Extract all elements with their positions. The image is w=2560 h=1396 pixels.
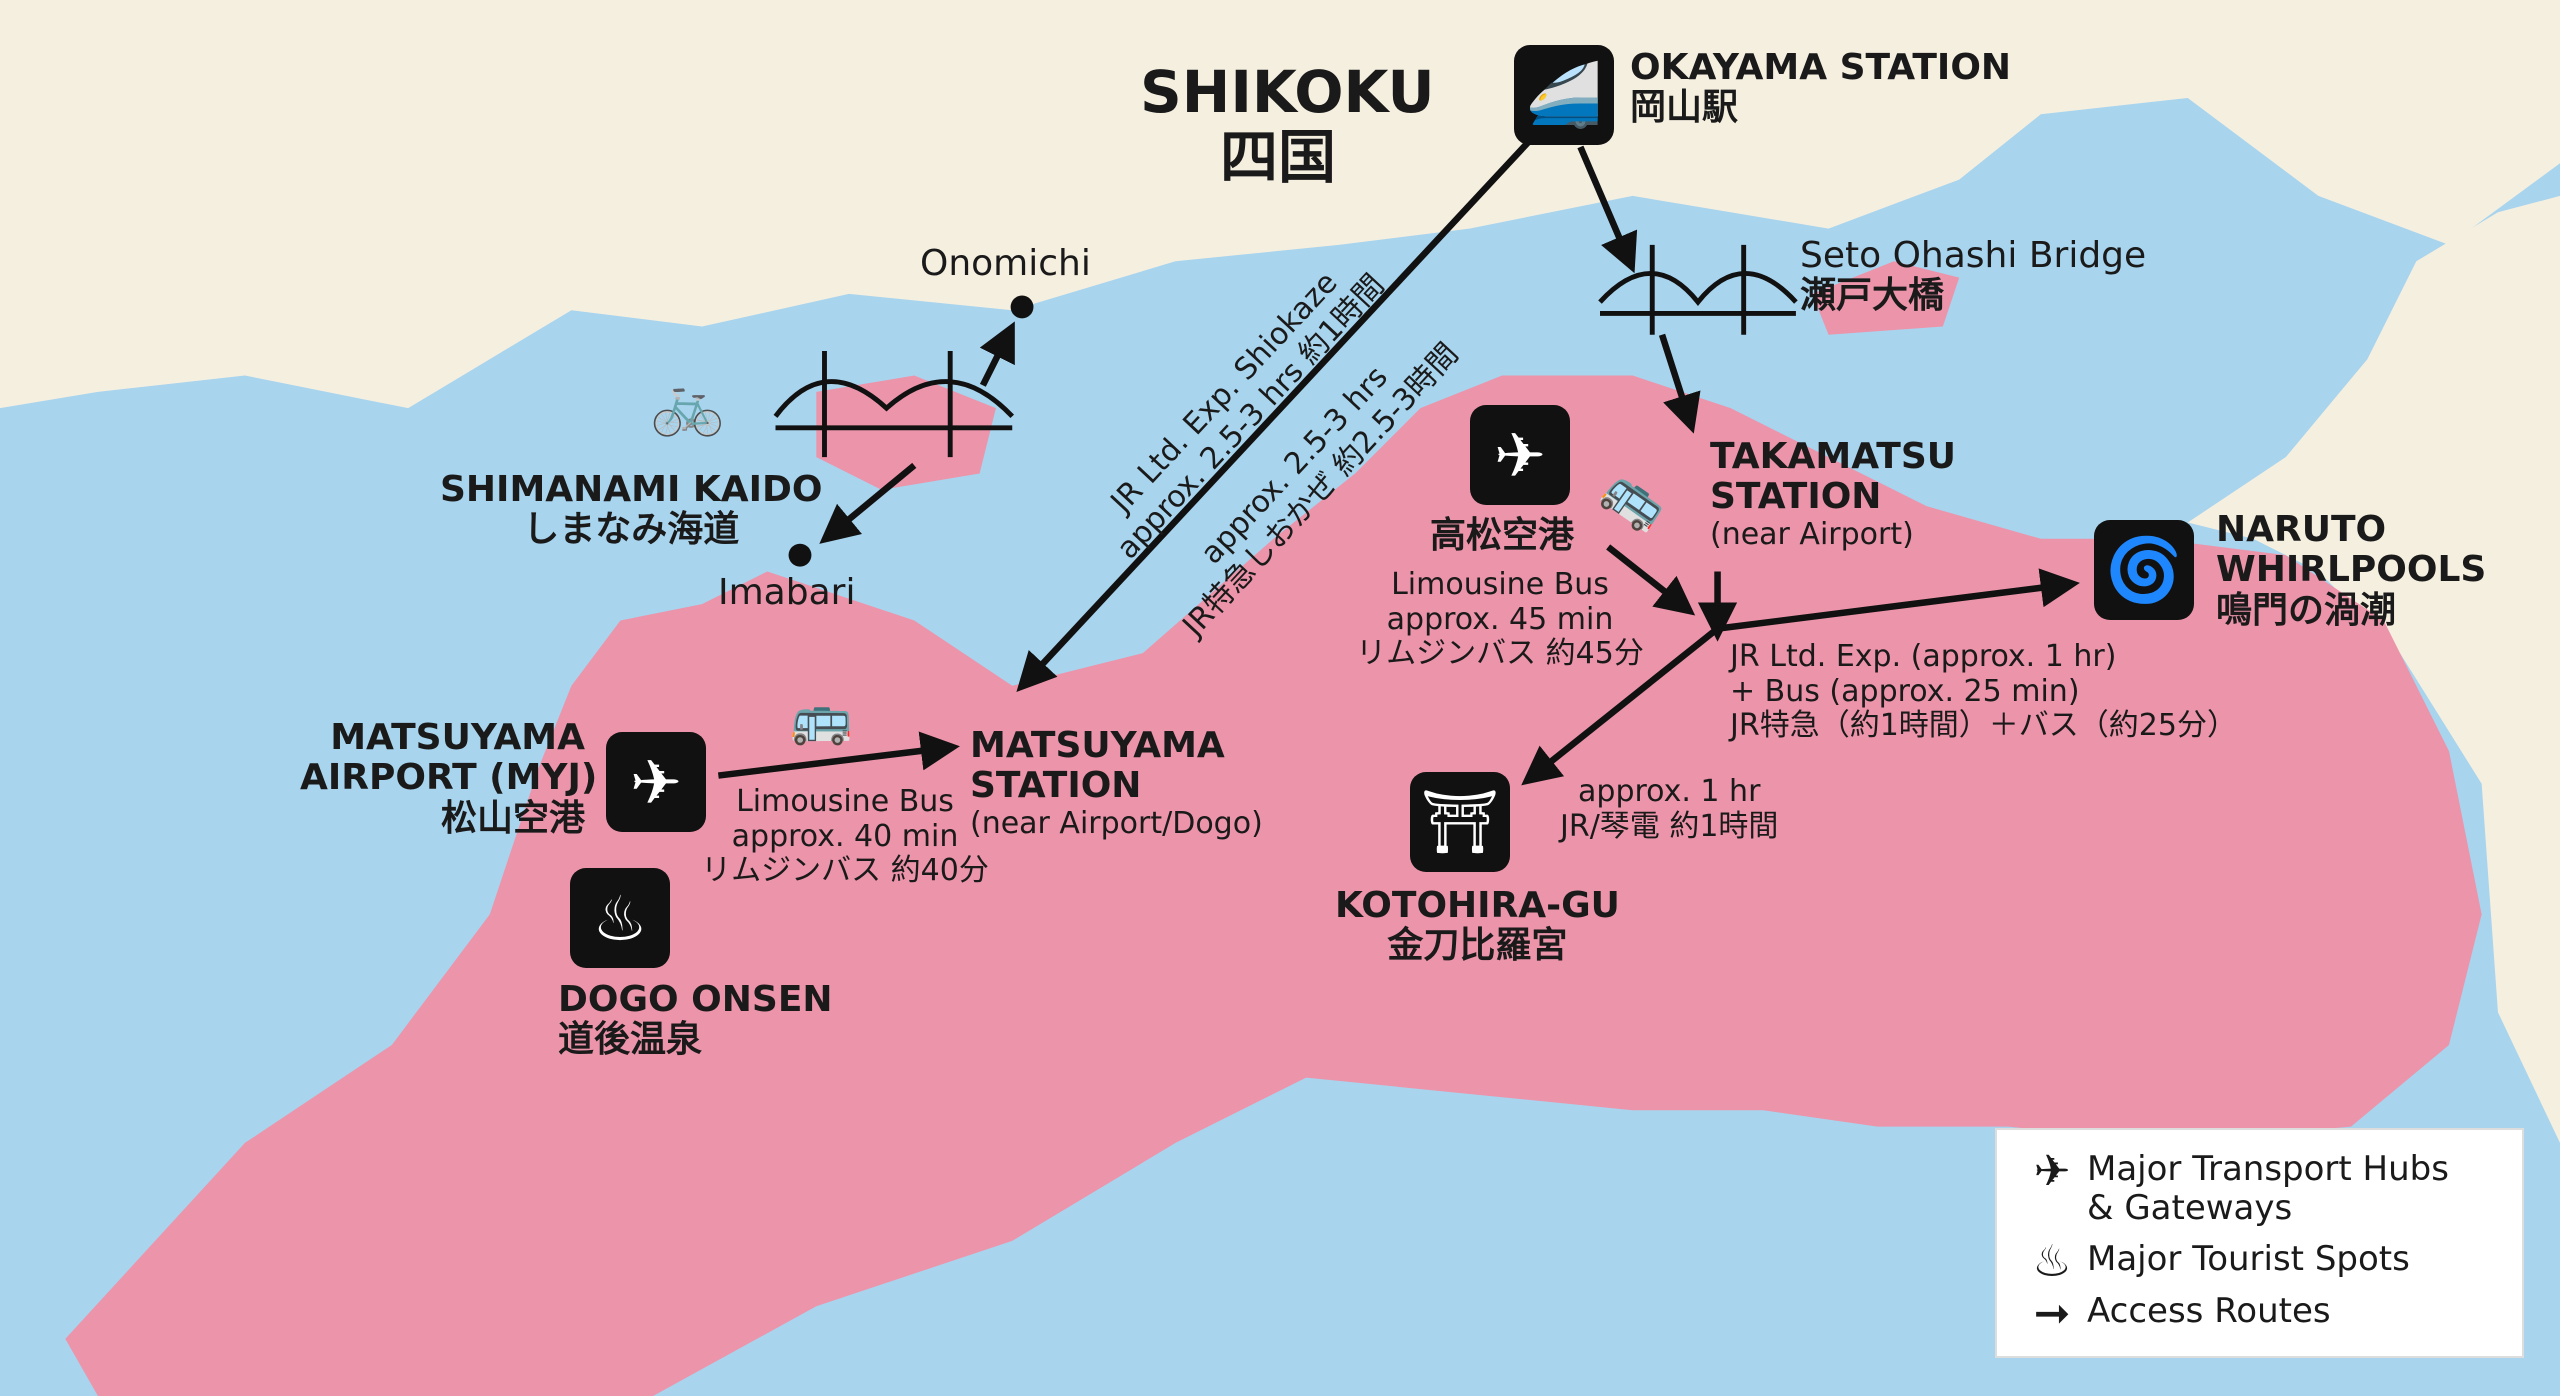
takamatsu-airport-label[interactable]: 高松空港 [1430,515,1575,556]
naruto-route-label: JR Ltd. Exp. (approx. 1 hr)+ Bus (approx… [1730,639,2237,743]
route-to-naruto [1717,568,2080,632]
imabari-dot [788,543,812,567]
route-airport-junction [1606,544,1696,616]
shimanami-bridge-icon [773,351,1015,458]
seto-bridge-icon [1598,244,1798,335]
onsen-icon: ♨ [570,868,670,968]
route-to-kotohira [1521,626,1720,786]
honshu-landmass [0,0,2560,409]
onomichi-label[interactable]: Onomichi [920,243,1091,284]
shikoku-landmass [65,375,2482,1396]
onsen-icon: ♨ [2032,1236,2072,1287]
airplane-icon: ✈ [606,732,706,832]
route-to-imabari [819,462,917,544]
bicycle-icon: 🚲 [650,369,725,439]
route-to-onomichi [979,321,1015,387]
shinkansen-icon: 🚄 [1514,45,1614,145]
arrow-icon: ➞ [2033,1288,2071,1339]
onomichi-dot [1010,295,1034,319]
airplane-icon: ✈ [2033,1146,2071,1197]
route-okayama-seto [1577,145,1638,274]
airplane-icon: ✈ [1470,405,1570,505]
legend: ✈Major Transport Hubs& Gateways ♨Major T… [1995,1128,2524,1358]
bus-icon: 🚌 [790,689,853,747]
legend-item-routes: ➞Access Routes [2017,1288,2331,1339]
route-okayama-matsuyama [1016,136,1534,693]
whirlpool-icon: 🌀 [2094,520,2194,620]
awaji-landmass [2187,195,2560,1143]
torii-icon: ⛩ [1410,772,1510,872]
legend-item-hubs: ✈Major Transport Hubs& Gateways [2017,1146,2449,1228]
imabari-label[interactable]: Imabari [718,572,856,613]
route-matsuyama-bus [717,731,960,779]
island [1812,261,1960,335]
legend-item-spots: ♨Major Tourist Spots [2017,1236,2410,1287]
route-seto-takamatsu [1658,333,1701,434]
